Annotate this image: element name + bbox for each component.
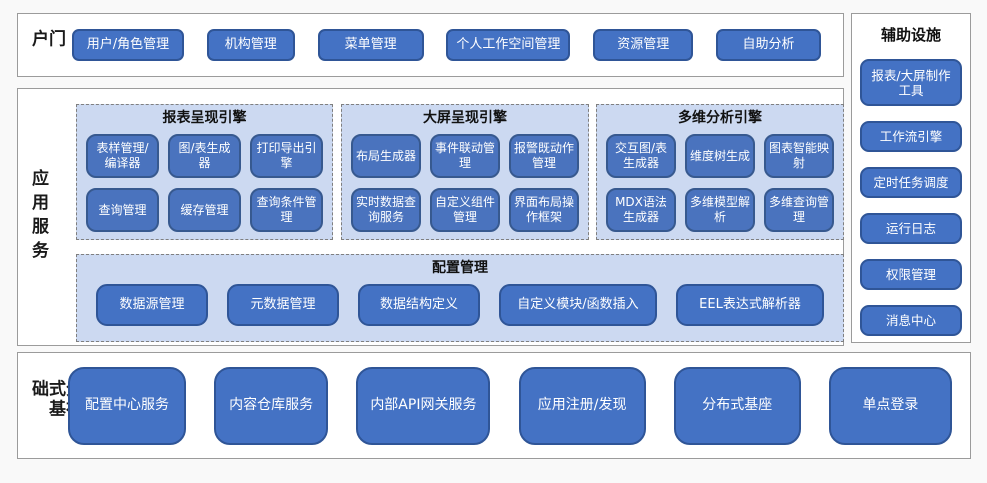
dashboard-engine-item-1[interactable]: 布局生成器: [351, 133, 421, 178]
auxiliary-button-3[interactable]: 定时任务调度: [860, 167, 962, 198]
report-engine-item-1[interactable]: 表样管理/编译器: [86, 133, 159, 178]
report-engine-item-6[interactable]: 查询条件管理: [250, 187, 323, 232]
auxiliary-button-4[interactable]: 运行日志: [860, 213, 962, 244]
olap-engine-item-5[interactable]: 多维模型解析: [685, 187, 755, 232]
config-item-3[interactable]: 数据结构定义: [358, 283, 480, 326]
report-engine-item-4[interactable]: 查询管理: [86, 187, 159, 232]
olap-engine-item-3[interactable]: 图表智能映射: [764, 133, 834, 178]
portal-button-3[interactable]: 菜单管理: [317, 29, 424, 61]
foundation-button-5[interactable]: 分布式基座: [673, 366, 801, 445]
olap-engine-item-6[interactable]: 多维查询管理: [764, 187, 834, 232]
portal-button-4[interactable]: 个人工作空间管理: [446, 29, 571, 61]
auxiliary-button-2[interactable]: 工作流引擎: [860, 121, 962, 152]
app-services-section: 应用服务 报表呈现引擎 表样管理/编译器 图/表生成器 打印导出引擎 查询管理 …: [17, 88, 844, 346]
report-engine-panel: 报表呈现引擎 表样管理/编译器 图/表生成器 打印导出引擎 查询管理 缓存管理 …: [76, 104, 333, 240]
report-engine-item-3[interactable]: 打印导出引擎: [250, 133, 323, 178]
dashboard-engine-panel: 大屏呈现引擎 布局生成器 事件联动管理 报警既动作管理 实时数据查询服务 自定义…: [341, 104, 589, 240]
olap-engine-item-2[interactable]: 维度树生成: [685, 133, 755, 178]
config-mgmt-panel: 配置管理 数据源管理 元数据管理 数据结构定义 自定义模块/函数插入 EEL表达…: [76, 254, 844, 342]
olap-engine-item-4[interactable]: MDX语法生成器: [606, 187, 676, 232]
auxiliary-title: 辅助设施: [880, 26, 941, 44]
config-item-5[interactable]: EEL表达式解析器: [676, 283, 824, 326]
dashboard-engine-grid: 布局生成器 事件联动管理 报警既动作管理 实时数据查询服务 自定义组件管理 界面…: [342, 127, 588, 232]
portal-section: 门户 用户/角色管理 机构管理 菜单管理 个人工作空间管理 资源管理 自助分析: [17, 13, 844, 77]
config-item-1[interactable]: 数据源管理: [96, 283, 208, 326]
olap-engine-grid: 交互图/表生成器 维度树生成 图表智能映射 MDX语法生成器 多维模型解析 多维…: [597, 127, 843, 232]
auxiliary-button-6[interactable]: 消息中心: [860, 305, 962, 336]
dashboard-engine-item-4[interactable]: 实时数据查询服务: [351, 187, 421, 232]
auxiliary-section: 辅助设施 报表/大屏制作工具 工作流引擎 定时任务调度 运行日志 权限管理 消息…: [851, 13, 971, 343]
portal-button-1[interactable]: 用户/角色管理: [72, 29, 184, 61]
olap-engine-panel: 多维分析引擎 交互图/表生成器 维度树生成 图表智能映射 MDX语法生成器 多维…: [596, 104, 844, 240]
dashboard-engine-item-3[interactable]: 报警既动作管理: [509, 133, 579, 178]
config-item-4[interactable]: 自定义模块/函数插入: [499, 283, 657, 326]
auxiliary-button-5[interactable]: 权限管理: [860, 259, 962, 290]
foundation-button-3[interactable]: 内部API网关服务: [356, 366, 491, 445]
report-engine-item-2[interactable]: 图/表生成器: [168, 133, 241, 178]
foundation-section: 分布式基础 配置中心服务 内容仓库服务 内部API网关服务 应用注册/发现 分布…: [17, 352, 971, 459]
config-mgmt-title: 配置管理: [432, 260, 488, 276]
report-engine-title: 报表呈现引擎: [162, 110, 247, 126]
dashboard-engine-item-6[interactable]: 界面布局操作框架: [509, 187, 579, 232]
config-item-2[interactable]: 元数据管理: [227, 283, 339, 326]
portal-button-6[interactable]: 自助分析: [716, 29, 821, 61]
foundation-button-6[interactable]: 单点登录: [828, 366, 952, 445]
olap-engine-title: 多维分析引擎: [678, 110, 762, 126]
app-services-label: 应用服务: [28, 169, 48, 265]
report-engine-grid: 表样管理/编译器 图/表生成器 打印导出引擎 查询管理 缓存管理 查询条件管理: [77, 127, 332, 232]
foundation-button-2[interactable]: 内容仓库服务: [214, 366, 329, 445]
foundation-button-1[interactable]: 配置中心服务: [68, 366, 186, 445]
auxiliary-button-column: 报表/大屏制作工具 工作流引擎 定时任务调度 运行日志 权限管理 消息中心: [852, 45, 970, 336]
portal-button-2[interactable]: 机构管理: [206, 29, 295, 61]
foundation-button-4[interactable]: 应用注册/发现: [518, 366, 646, 445]
report-engine-item-5[interactable]: 缓存管理: [168, 187, 241, 232]
foundation-button-row: 配置中心服务 内容仓库服务 内部API网关服务 应用注册/发现 分布式基座 单点…: [68, 353, 952, 458]
dashboard-engine-item-5[interactable]: 自定义组件管理: [430, 187, 500, 232]
portal-button-5[interactable]: 资源管理: [593, 29, 694, 61]
portal-button-row: 用户/角色管理 机构管理 菜单管理 个人工作空间管理 资源管理 自助分析: [72, 14, 821, 76]
auxiliary-button-1[interactable]: 报表/大屏制作工具: [860, 59, 962, 106]
dashboard-engine-item-2[interactable]: 事件联动管理: [430, 133, 500, 178]
olap-engine-item-1[interactable]: 交互图/表生成器: [606, 133, 676, 178]
dashboard-engine-title: 大屏呈现引擎: [423, 110, 507, 126]
portal-label: 门户: [28, 29, 65, 50]
config-mgmt-row: 数据源管理 元数据管理 数据结构定义 自定义模块/函数插入 EEL表达式解析器: [77, 283, 843, 326]
